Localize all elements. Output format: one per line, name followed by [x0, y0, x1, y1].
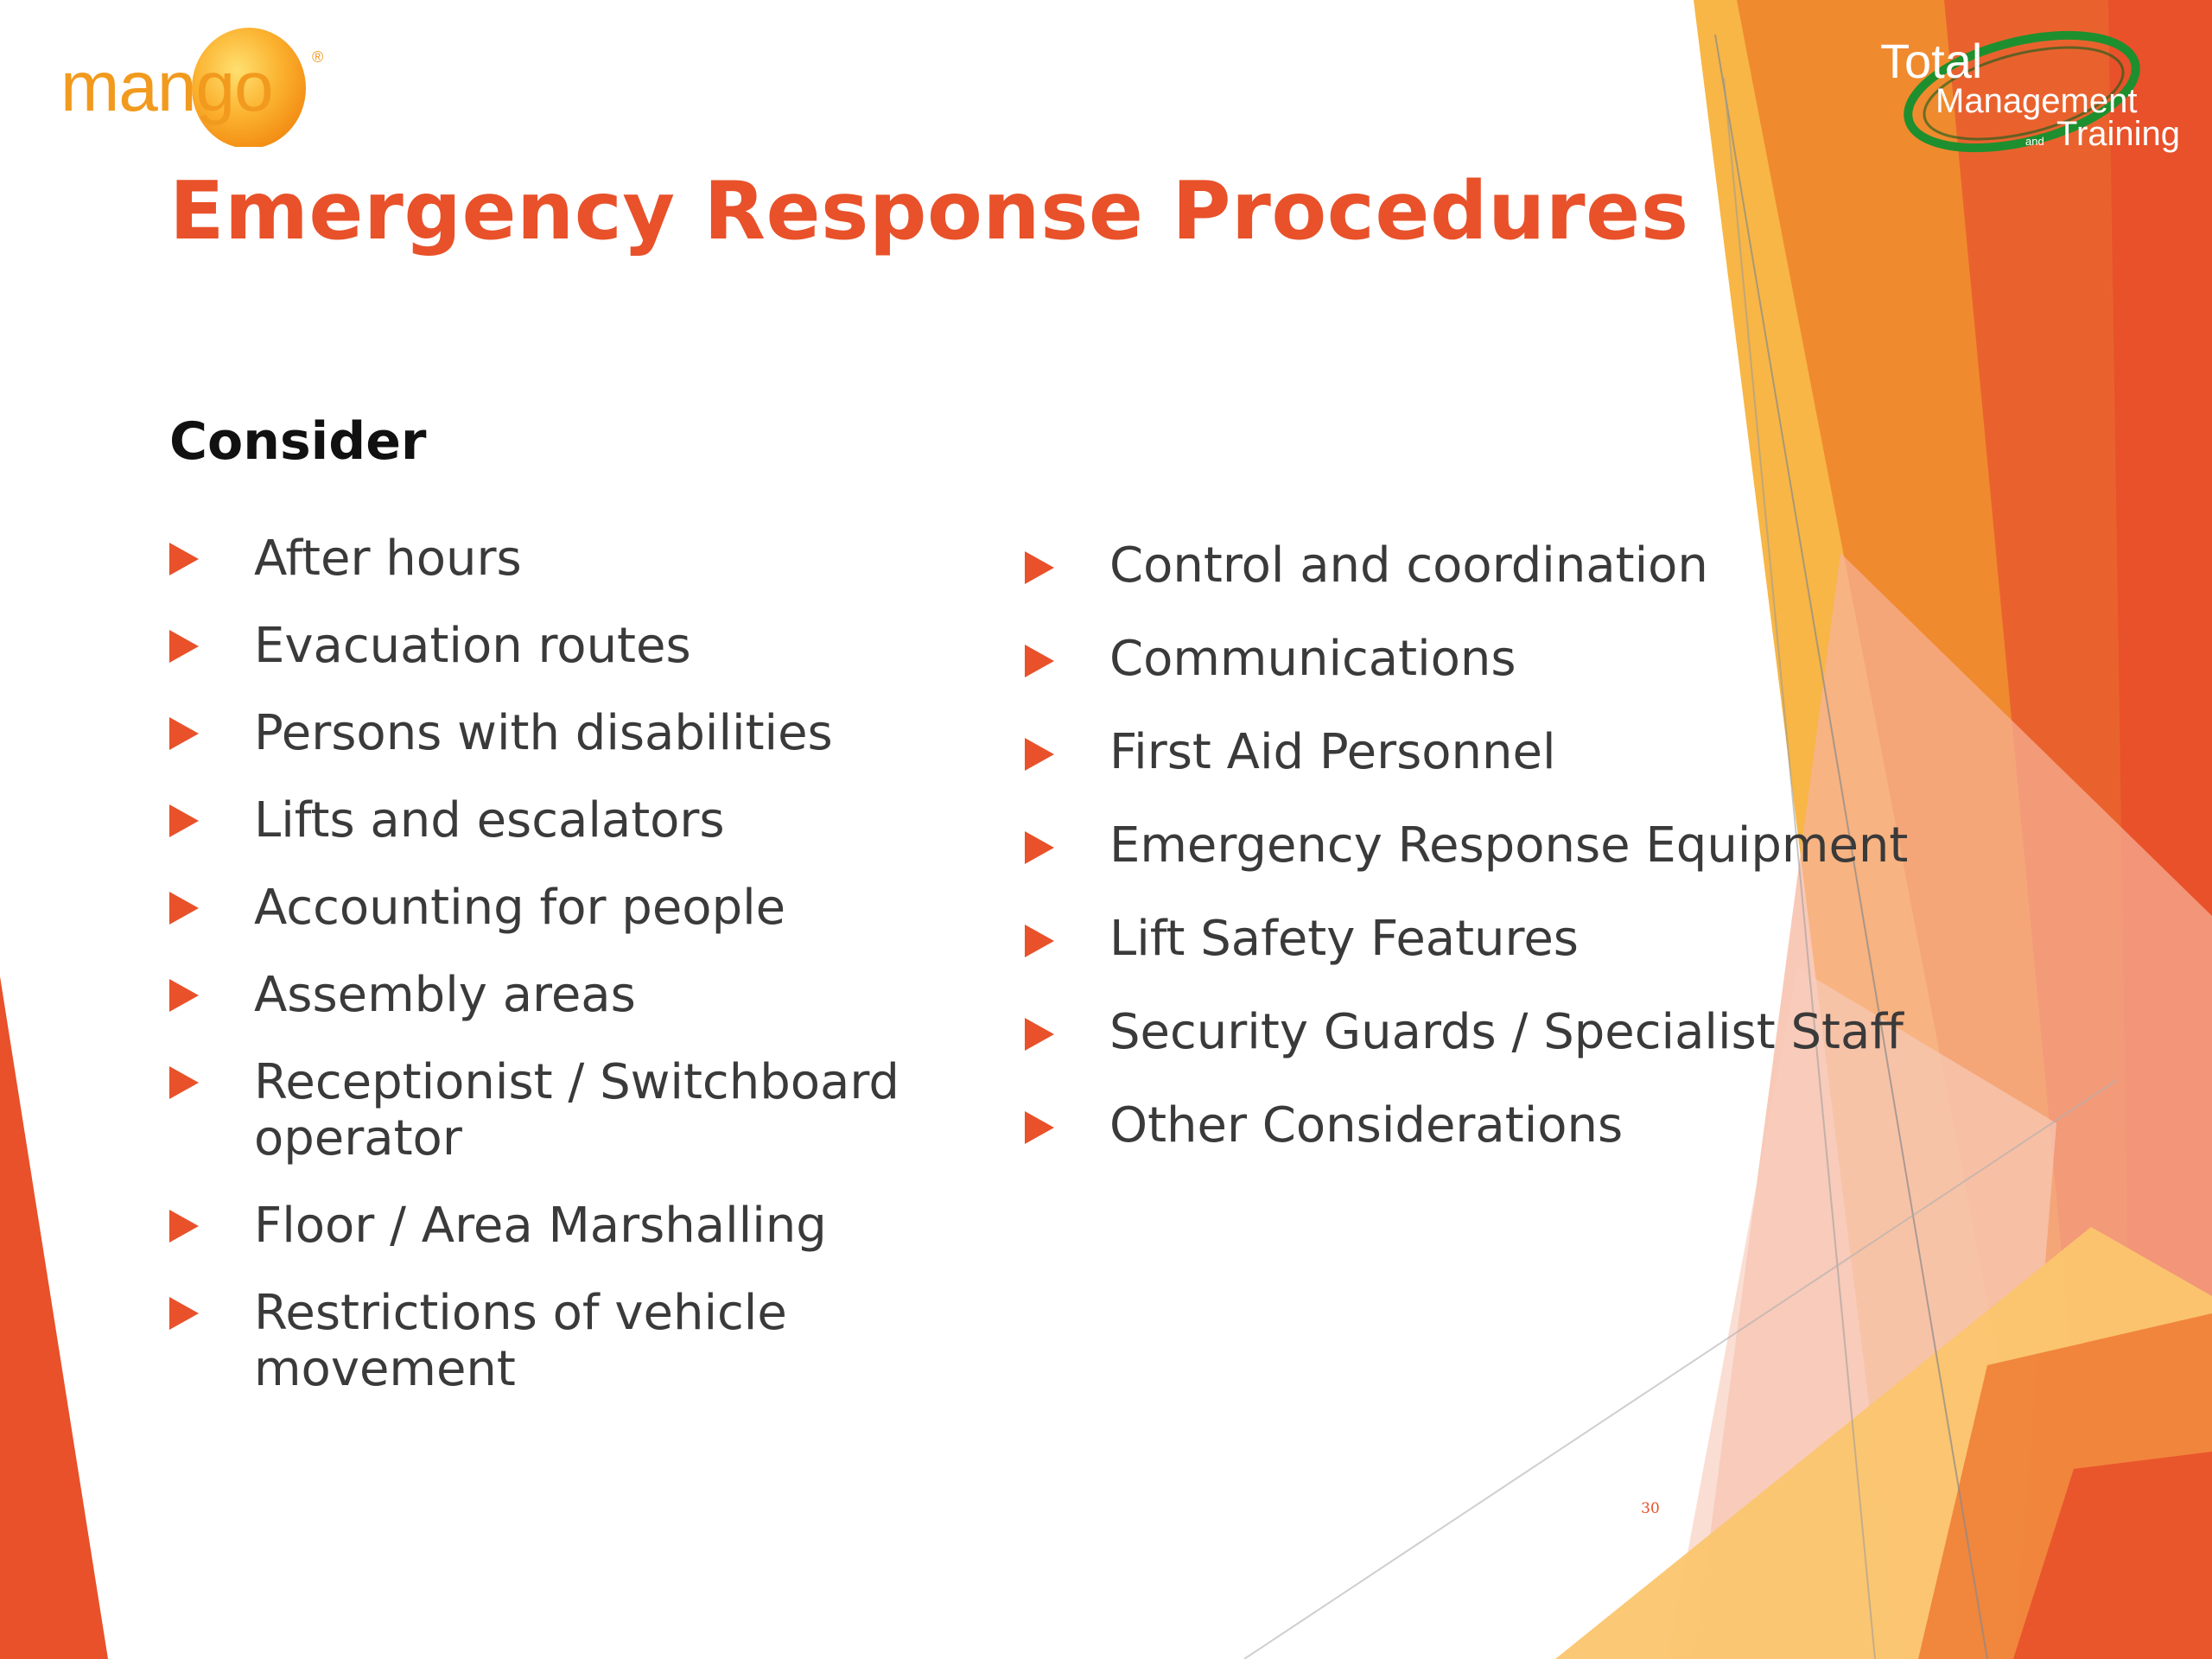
- list-item-text: Assembly areas: [254, 967, 636, 1023]
- right-bullet-list: Control and coordination Communications …: [1025, 537, 1941, 1191]
- bullet-arrow-icon: [1025, 831, 1054, 864]
- list-item-text: Restrictions of vehicle movement: [254, 1285, 787, 1397]
- consider-heading: Consider: [169, 411, 427, 472]
- list-item: Assembly areas: [169, 967, 964, 1023]
- bullet-arrow-icon: [169, 543, 199, 575]
- list-item: Lifts and escalators: [169, 792, 964, 849]
- list-item: Emergency Response Equipment: [1025, 817, 1941, 874]
- list-item: Persons with disabilities: [169, 705, 964, 761]
- list-item: Security Guards / Specialist Staff: [1025, 1004, 1941, 1060]
- list-item-text: Emergency Response Equipment: [1109, 817, 1909, 874]
- list-item-text: Control and coordination: [1109, 537, 1708, 594]
- list-item: Restrictions of vehicle movement: [169, 1285, 964, 1397]
- bullet-arrow-icon: [169, 804, 199, 837]
- list-item-text: After hours: [254, 531, 522, 587]
- list-item-text: Accounting for people: [254, 880, 786, 936]
- bullet-arrow-icon: [1025, 551, 1054, 584]
- slide-title: Emergency Response Procedures: [169, 164, 1689, 257]
- list-item-text: Security Guards / Specialist Staff: [1109, 1004, 1904, 1060]
- bullet-arrow-icon: [169, 979, 199, 1012]
- list-item-text: First Aid Personnel: [1109, 724, 1556, 780]
- list-item-text: Floor / Area Marshalling: [254, 1198, 827, 1254]
- bg-line-3: [1243, 1079, 2118, 1659]
- list-item-text: Persons with disabilities: [254, 705, 833, 761]
- list-item-text: Receptionist / Switchboard operator: [254, 1054, 899, 1166]
- bullet-arrow-icon: [169, 1210, 199, 1243]
- bg-shape-red-bottom: [2013, 1452, 2212, 1659]
- list-item: Lift Safety Features: [1025, 911, 1941, 967]
- bg-line-1: [1714, 34, 1988, 1659]
- list-item: Evacuation routes: [169, 618, 964, 674]
- tmt-logo: Total Management and Training: [1880, 30, 2180, 153]
- tmt-logo-small-and: and: [2025, 135, 2044, 148]
- bg-shape-left-orange: [0, 976, 108, 1659]
- tmt-logo-line2: Management: [1936, 82, 2137, 120]
- list-item: Other Considerations: [1025, 1097, 1941, 1154]
- bullet-arrow-icon: [1025, 1111, 1054, 1144]
- bullet-arrow-icon: [1025, 645, 1054, 677]
- tmt-logo-line3: Training: [2056, 115, 2180, 153]
- bullet-arrow-icon: [1025, 1018, 1054, 1051]
- mango-logo-registered-mark: ®: [312, 48, 323, 66]
- left-bullet-list: After hours Evacuation routes Persons wi…: [169, 531, 964, 1428]
- list-item: Communications: [1025, 631, 1941, 687]
- bg-line-2: [1723, 77, 1876, 1659]
- list-item: Floor / Area Marshalling: [169, 1198, 964, 1254]
- list-item-text: Other Considerations: [1109, 1097, 1624, 1154]
- tmt-logo-swoosh-icon: [1904, 30, 2140, 153]
- list-item: First Aid Personnel: [1025, 724, 1941, 780]
- list-item: After hours: [169, 531, 964, 587]
- list-item-text: Communications: [1109, 631, 1516, 687]
- bullet-arrow-icon: [169, 1066, 199, 1099]
- bullet-arrow-icon: [1025, 738, 1054, 771]
- tmt-logo-line1: Total: [1880, 34, 1982, 88]
- mango-logo-fruit-icon: [192, 28, 306, 147]
- mango-logo-text: mango: [60, 48, 273, 126]
- bullet-arrow-icon: [169, 717, 199, 750]
- mango-logo: mango ®: [60, 28, 323, 147]
- bullet-arrow-icon: [169, 1297, 199, 1330]
- list-item: Accounting for people: [169, 880, 964, 936]
- list-item: Receptionist / Switchboard operator: [169, 1054, 964, 1166]
- page-number: 30: [1641, 1500, 1660, 1517]
- list-item-text: Lifts and escalators: [254, 792, 725, 849]
- list-item-text: Evacuation routes: [254, 618, 691, 674]
- bullet-arrow-icon: [169, 630, 199, 663]
- bullet-arrow-icon: [169, 892, 199, 925]
- list-item-text: Lift Safety Features: [1109, 911, 1579, 967]
- bullet-arrow-icon: [1025, 925, 1054, 957]
- list-item: Control and coordination: [1025, 537, 1941, 594]
